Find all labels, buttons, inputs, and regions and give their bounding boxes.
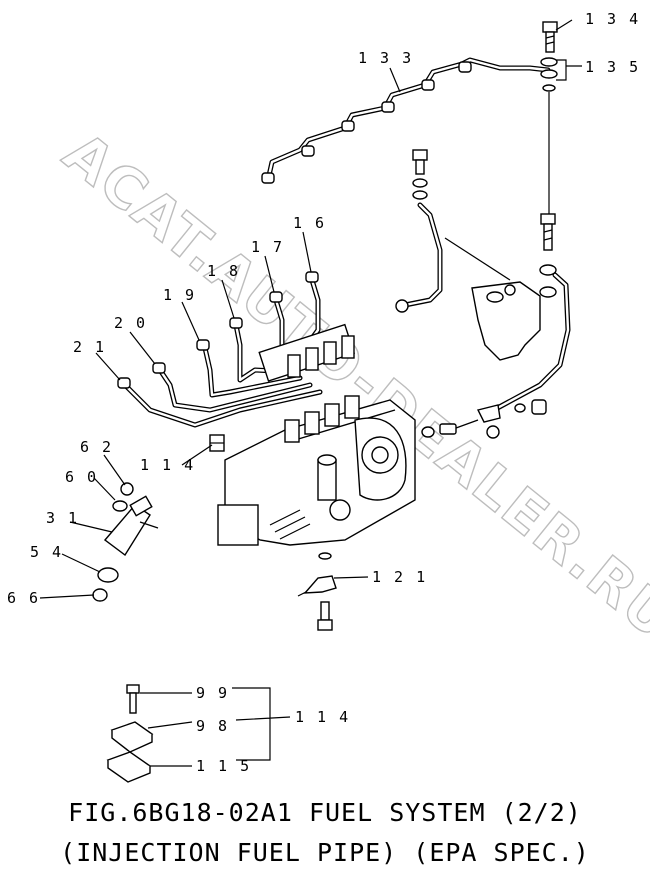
fuel-filter xyxy=(471,281,541,361)
callout-133: 1 3 3 xyxy=(358,49,413,67)
clamp-114 xyxy=(209,434,225,452)
callout-18: 1 8 xyxy=(207,262,240,280)
leader-lines xyxy=(39,19,582,767)
callout-115: 1 1 5 xyxy=(196,757,251,775)
callout-62: 6 2 xyxy=(80,438,113,456)
figure-caption-line2: (INJECTION FUEL PIPE) (EPA SPEC.) xyxy=(60,838,590,867)
clamp-parts-detail xyxy=(106,684,154,783)
callout-114-detail: 1 1 4 xyxy=(295,708,350,726)
return-pipe-right xyxy=(421,213,571,439)
callout-19: 1 9 xyxy=(163,286,196,304)
callout-66: 6 6 xyxy=(7,589,40,607)
eye-bolt-134 xyxy=(540,21,558,92)
callout-135: 1 3 5 xyxy=(585,58,640,76)
callout-114: 1 1 4 xyxy=(140,456,195,474)
callout-54: 5 4 xyxy=(30,543,63,561)
injection-pump xyxy=(217,335,416,560)
callout-16: 1 6 xyxy=(293,214,326,232)
leak-off-pipe xyxy=(261,57,551,184)
callout-121: 1 2 1 xyxy=(372,568,427,586)
callout-98: 9 8 xyxy=(196,717,229,735)
callout-21: 2 1 xyxy=(73,338,106,356)
callout-17: 1 7 xyxy=(251,238,284,256)
callout-labels: 1 3 4 1 3 5 1 3 3 1 6 1 7 1 8 1 9 2 0 2 … xyxy=(7,10,640,775)
figure-caption-line1: FIG.6BG18-02A1 FUEL SYSTEM (2/2) xyxy=(68,798,582,827)
banjo-bolt-121 xyxy=(297,575,337,631)
watermark-text: ACAT.AUTO-DEALER.RU xyxy=(51,120,650,652)
filter-pipe xyxy=(395,149,511,313)
callout-20: 2 0 xyxy=(114,314,147,332)
callout-60: 6 0 xyxy=(65,468,98,486)
callout-31: 3 1 xyxy=(46,509,79,527)
callout-134: 1 3 4 xyxy=(585,10,640,28)
callout-99: 9 9 xyxy=(196,684,229,702)
injector-nozzle xyxy=(92,482,159,602)
